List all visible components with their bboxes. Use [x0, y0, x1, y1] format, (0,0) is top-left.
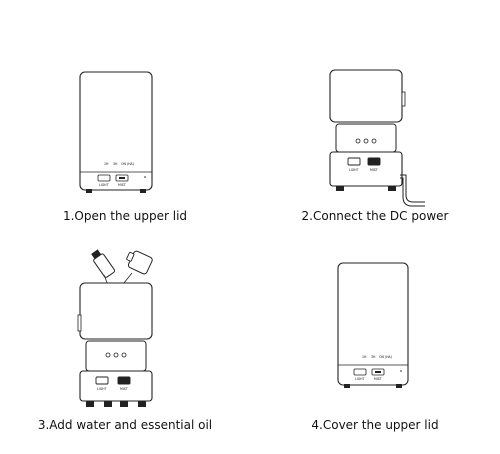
foot-left	[336, 186, 344, 191]
step-2-panel: LIGHT MIST 2.Connect the DC power	[250, 0, 500, 227]
diffuser-lid	[79, 282, 153, 340]
foot-right	[138, 401, 146, 407]
mist-label: MIST	[120, 387, 128, 391]
diffuser-body	[79, 71, 153, 191]
timer-label-on: ON (HA)	[379, 355, 392, 359]
water-jug	[126, 250, 153, 275]
tank-dot-2	[363, 138, 369, 144]
step-1-caption: 1.Open the upper lid	[62, 209, 188, 223]
lid-tab	[77, 314, 82, 332]
timer-label-3h: 3H	[371, 355, 376, 359]
tank-dot-3	[121, 352, 127, 358]
light-button	[353, 368, 367, 376]
diffuser-base	[329, 151, 403, 187]
mist-label: MIST	[374, 377, 382, 381]
tank-dot-1	[355, 138, 361, 144]
diffuser-illustration-step-1: 1H 3H ON (HA) LIGHT MIST	[79, 71, 153, 193]
timer-label-3h: 3H	[113, 162, 118, 166]
light-button	[347, 157, 361, 166]
step-3-panel: LIGHT MIST 3.Add water and essential oil	[0, 227, 250, 454]
power-port-dot	[144, 176, 146, 178]
mist-button-mark	[119, 177, 125, 179]
mist-label: MIST	[370, 168, 378, 172]
diffuser-illustration-step-3: LIGHT MIST	[77, 249, 153, 407]
timer-label-on: ON (HA)	[121, 162, 134, 166]
foot-left	[344, 384, 350, 388]
timer-label-1h: 1H	[362, 355, 367, 359]
foot-center-right	[120, 401, 128, 407]
diffuser-illustration-step-2: LIGHT MIST	[329, 69, 425, 207]
foot-right	[140, 189, 146, 193]
dc-cable	[400, 174, 425, 203]
dc-cable-outline	[400, 177, 425, 207]
foot-left	[86, 189, 92, 193]
lid-tab	[401, 91, 406, 107]
step-1-panel: 1H 3H ON (HA) LIGHT MIST 1.Open the uppe…	[0, 0, 250, 227]
foot-center-left	[104, 401, 112, 407]
light-label: LIGHT	[97, 387, 107, 391]
foot-right	[396, 384, 402, 388]
step-4-panel: 1H 3H ON (HA) LIGHT MIST 4.Cover the upp…	[250, 227, 500, 454]
light-label: LIGHT	[349, 168, 359, 172]
mist-button	[117, 376, 131, 385]
mist-button-mark	[375, 371, 381, 373]
step-2-caption: 2.Connect the DC power	[301, 209, 449, 223]
diffuser-lid	[329, 69, 403, 123]
light-button	[95, 376, 109, 385]
diffuser-illustration-step-4: 1H 3H ON (HA) LIGHT MIST	[337, 262, 409, 388]
light-label: LIGHT	[99, 183, 109, 187]
tank-dot-3	[371, 138, 377, 144]
step-4-caption: 4.Cover the upper lid	[311, 418, 439, 432]
essential-oil-bottle	[91, 249, 116, 278]
timer-label-1h: 1H	[104, 162, 109, 166]
tank-dot-1	[105, 352, 111, 358]
mist-label: MIST	[118, 183, 126, 187]
mist-button	[367, 157, 381, 166]
tank-dot-2	[113, 352, 119, 358]
light-button	[97, 174, 111, 182]
foot-right	[388, 186, 396, 191]
foot-left	[86, 401, 94, 407]
light-label: LIGHT	[355, 377, 365, 381]
power-port-dot	[400, 370, 402, 372]
water-tank	[335, 123, 397, 153]
step-3-caption: 3.Add water and essential oil	[37, 418, 213, 432]
diffuser-body	[337, 262, 409, 386]
diffuser-base	[79, 370, 153, 402]
